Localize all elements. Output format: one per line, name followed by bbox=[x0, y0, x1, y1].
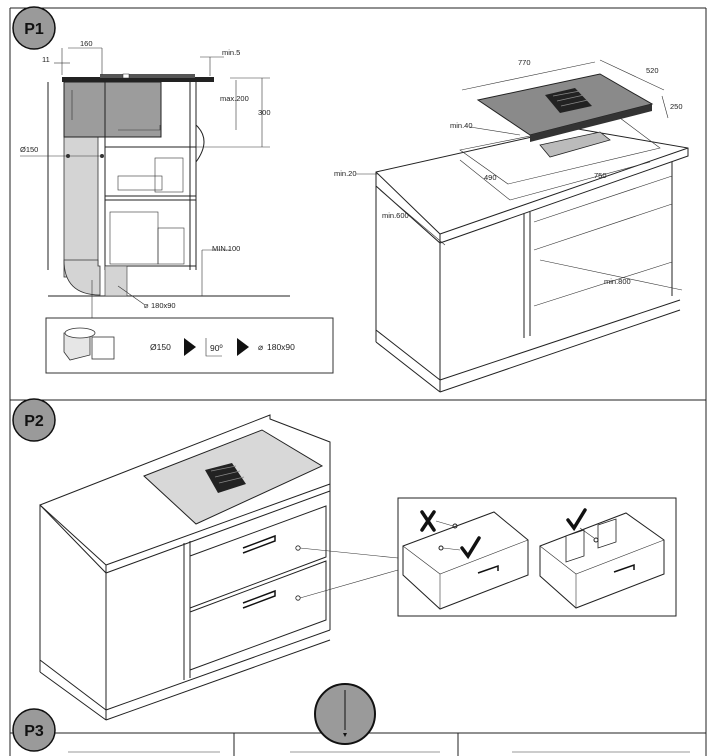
dim-11: 11 bbox=[42, 55, 50, 64]
perspective-dimension-labels: 770 520 250 min.40 min.20 490 750 min.60… bbox=[334, 58, 683, 286]
arrow-right-icon-2 bbox=[237, 338, 249, 356]
dim-min20: min.20 bbox=[334, 169, 357, 178]
check-icon-2 bbox=[566, 508, 587, 532]
legend-bend: 90º bbox=[210, 343, 223, 353]
svg-text:⌀: ⌀ bbox=[258, 342, 264, 352]
side-view-dimension-labels: 11 160 min.5 max.200 300 Ø150 MIN.100 ⌀ … bbox=[20, 39, 271, 310]
svg-text:180x90: 180x90 bbox=[151, 301, 176, 310]
dim-520: 520 bbox=[646, 66, 659, 75]
side-section-view bbox=[20, 47, 290, 318]
perspective-cabinet-view bbox=[356, 59, 689, 393]
drawer-cabinet-view bbox=[39, 414, 399, 721]
dim-300: 300 bbox=[258, 108, 271, 117]
dim-dia150: Ø150 bbox=[20, 145, 38, 154]
section-label-p2: P2 bbox=[24, 413, 44, 430]
dim-min5: min.5 bbox=[222, 48, 240, 57]
arrow-right-icon bbox=[184, 338, 196, 356]
wrong-cross-icon bbox=[420, 510, 436, 532]
p3-panel-dividers bbox=[68, 733, 690, 756]
duct-bend-icon bbox=[63, 327, 115, 361]
svg-text:⌀: ⌀ bbox=[144, 301, 149, 310]
drawer-detail-box bbox=[397, 497, 677, 617]
dim-max200: max.200 bbox=[220, 94, 249, 103]
section-badge-p3: P3 bbox=[12, 708, 56, 752]
tool-dial-icon bbox=[314, 683, 376, 745]
section-badge-p1: P1 bbox=[12, 6, 56, 50]
section-label-p3: P3 bbox=[24, 723, 44, 740]
dim-160: 160 bbox=[80, 39, 93, 48]
section-badge-p2: P2 bbox=[12, 398, 56, 442]
bend-90-icon bbox=[205, 338, 222, 357]
hob-vent-grille-p2 bbox=[205, 463, 246, 493]
dim-750: 750 bbox=[594, 171, 607, 180]
dim-min100: MIN.100 bbox=[212, 244, 240, 253]
check-icon bbox=[460, 536, 481, 560]
dim-min40: min.40 bbox=[450, 121, 473, 130]
legend-round-duct: Ø150 bbox=[150, 342, 171, 352]
dim-490: 490 bbox=[484, 173, 497, 182]
dim-min600: min.600 bbox=[382, 211, 409, 220]
svg-text:180x90: 180x90 bbox=[267, 342, 295, 352]
dim-250: 250 bbox=[670, 102, 683, 111]
dim-flat-duct-180x90: ⌀ 180x90 bbox=[144, 301, 176, 310]
dim-min800: min.800 bbox=[604, 277, 631, 286]
section-label-p1: P1 bbox=[24, 21, 44, 38]
duct-legend-box: Ø150 90º ⌀ 180x90 bbox=[45, 317, 334, 374]
hob-vent-grille bbox=[545, 88, 592, 113]
legend-flat-duct: ⌀ 180x90 bbox=[258, 342, 295, 352]
dim-770: 770 bbox=[518, 58, 531, 67]
